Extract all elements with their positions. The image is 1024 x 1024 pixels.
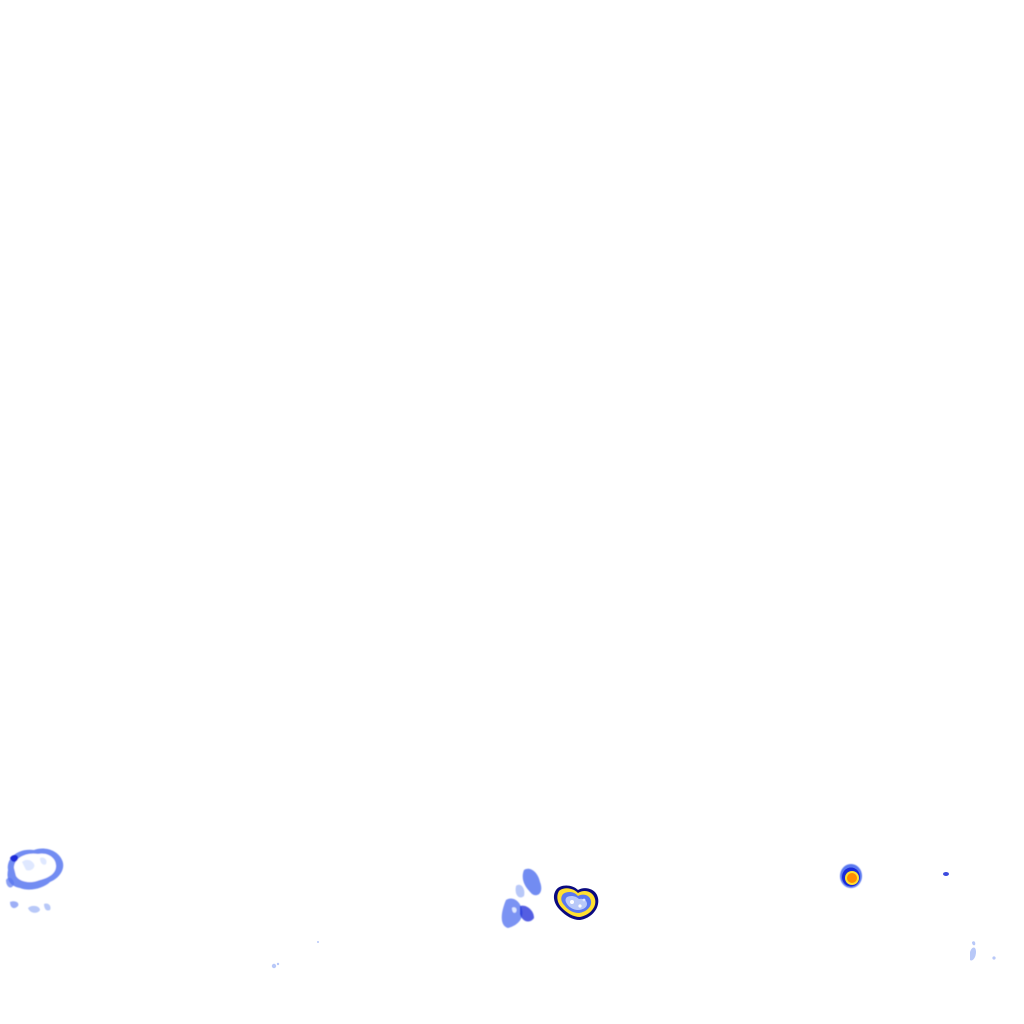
speck-right [943, 872, 949, 876]
cell-right-orange [840, 864, 862, 888]
cloud-left [6, 848, 64, 913]
speck-bottom-mid [271, 941, 319, 969]
speck-bottom-right [970, 941, 996, 961]
cloud-center-left [501, 868, 542, 928]
cell-center-yellow [553, 885, 599, 920]
